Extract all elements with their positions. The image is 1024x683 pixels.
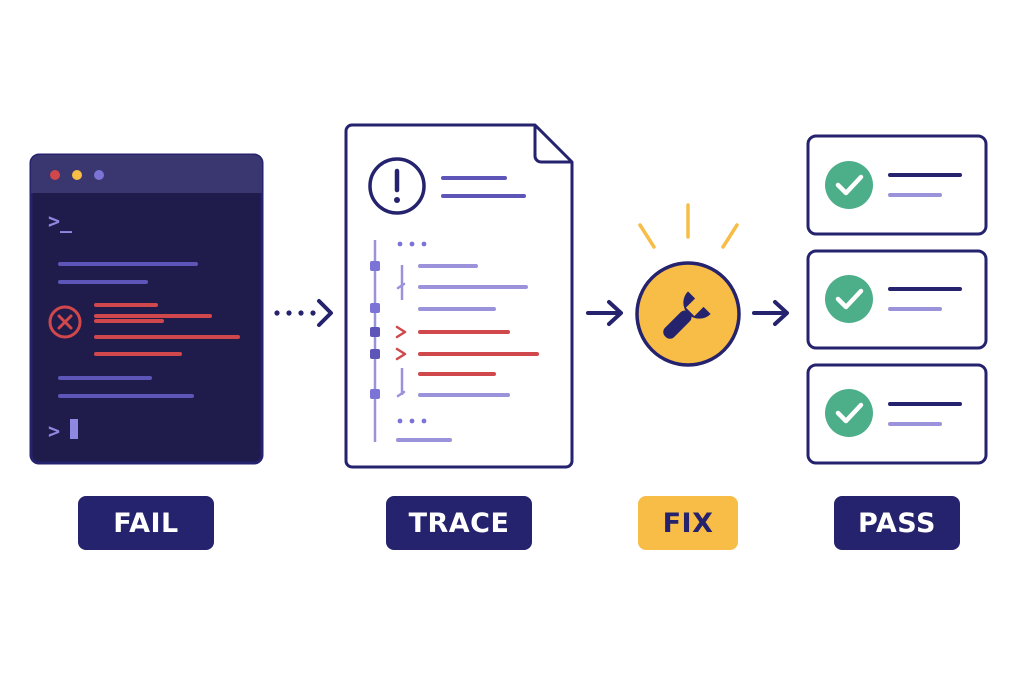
arrow-right [586,300,623,326]
wrench-icon [663,291,711,339]
pass-card [806,134,988,236]
check-circle-icon [825,275,873,323]
step-label-fix: FIX [638,496,738,550]
dotted-arrow [274,299,333,327]
pass-card [806,249,988,350]
step-label-pass: PASS [834,496,960,550]
page-fold [533,125,572,164]
step-label-trace: TRACE [386,496,532,550]
window-minimize-dot [72,170,82,180]
arrow-right [752,300,789,326]
terminal-title-bar [31,155,262,193]
step-label-fail: FAIL [78,496,214,550]
check-circle-icon [825,389,873,437]
alert-exclamation-icon [368,157,426,215]
terminal-window: >_ > [29,153,264,465]
stack-trace-tree [370,240,539,442]
shine-ray [721,223,739,249]
shine-ray [638,223,656,249]
terminal-prompt-bottom: > [48,419,60,443]
trace-document [344,123,574,469]
window-close-dot [50,170,60,180]
terminal-cursor [70,419,78,439]
check-circle-icon [825,161,873,209]
terminal-prompt-top: >_ [48,209,73,233]
window-maximize-dot [94,170,104,180]
error-x-circle-icon [48,305,82,339]
fix-badge [635,203,741,367]
pass-card [806,363,988,465]
